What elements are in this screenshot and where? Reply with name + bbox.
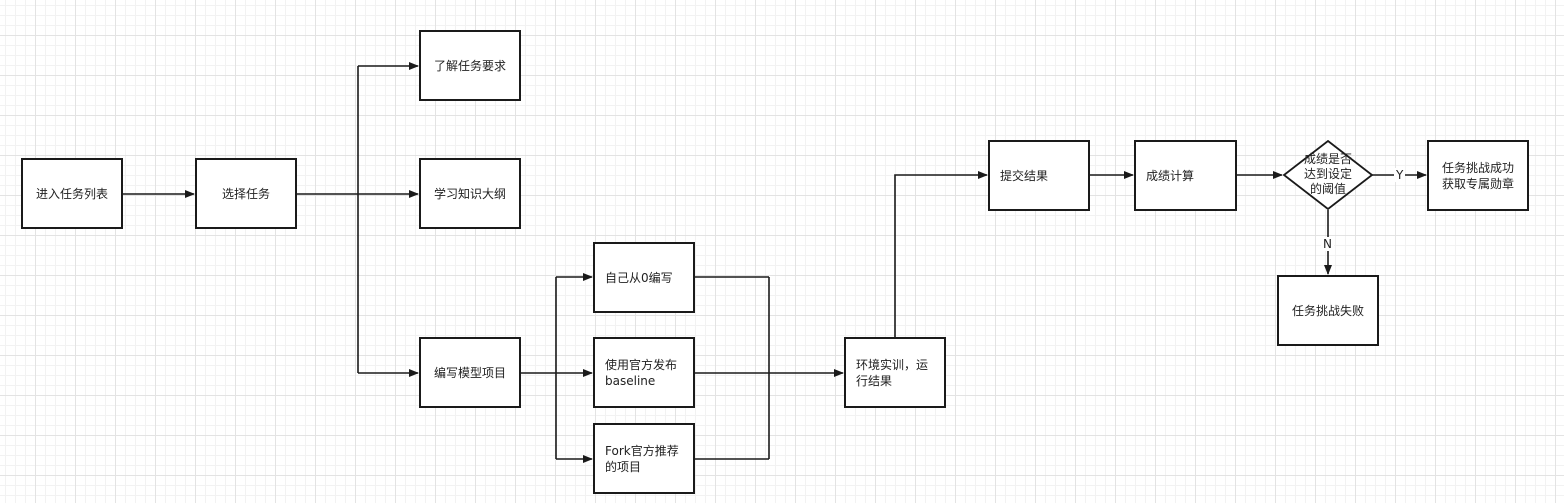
node-write-model-project-label: 编写模型项目: [433, 365, 506, 380]
node-study-outline-label: 学习知识大纲: [433, 186, 506, 201]
node-challenge-success-label: 任务挑战成功获取专属勋章: [1441, 160, 1514, 191]
node-write-from-zero-label: 自己从0编写: [605, 270, 673, 285]
node-select-task: 选择任务: [195, 158, 297, 229]
node-challenge-failed-label: 任务挑战失败: [1291, 303, 1364, 318]
node-env-training-label: 环境实训，运行结果: [856, 357, 929, 388]
edge-env-to-submit: [894, 171, 988, 337]
node-use-official-baseline: 使用官方发布baseline: [593, 337, 695, 408]
node-understand-requirements: 了解任务要求: [419, 30, 521, 101]
node-challenge-success: 任务挑战成功获取专属勋章: [1427, 140, 1529, 211]
decision-diamond-shape: [1283, 140, 1373, 210]
node-submit-results-label: 提交结果: [1000, 168, 1049, 183]
node-env-training: 环境实训，运行结果: [844, 337, 946, 408]
node-fork-recommended-label: Fork官方推荐的项目: [605, 443, 679, 474]
node-write-model-project: 编写模型项目: [419, 337, 521, 408]
node-submit-results: 提交结果: [988, 140, 1090, 211]
node-select-task-label: 选择任务: [221, 186, 270, 201]
node-threshold-decision-label: 成绩是否达到设定的阈值: [1303, 152, 1352, 196]
edge-label-no: N: [1321, 237, 1334, 251]
node-enter-task-list: 进入任务列表: [21, 158, 123, 229]
node-enter-task-list-label: 进入任务列表: [35, 186, 108, 201]
node-understand-requirements-label: 了解任务要求: [433, 58, 506, 73]
node-challenge-failed: 任务挑战失败: [1277, 275, 1379, 346]
node-write-from-zero: 自己从0编写: [593, 242, 695, 313]
node-use-official-baseline-label: 使用官方发布baseline: [605, 357, 678, 388]
node-fork-recommended: Fork官方推荐的项目: [593, 423, 695, 494]
node-study-outline: 学习知识大纲: [419, 158, 521, 229]
node-threshold-decision: 成绩是否达到设定的阈值: [1283, 140, 1373, 210]
edge-label-yes: Y: [1394, 168, 1406, 182]
node-score-calculation-label: 成绩计算: [1146, 168, 1195, 183]
node-score-calculation: 成绩计算: [1134, 140, 1237, 211]
